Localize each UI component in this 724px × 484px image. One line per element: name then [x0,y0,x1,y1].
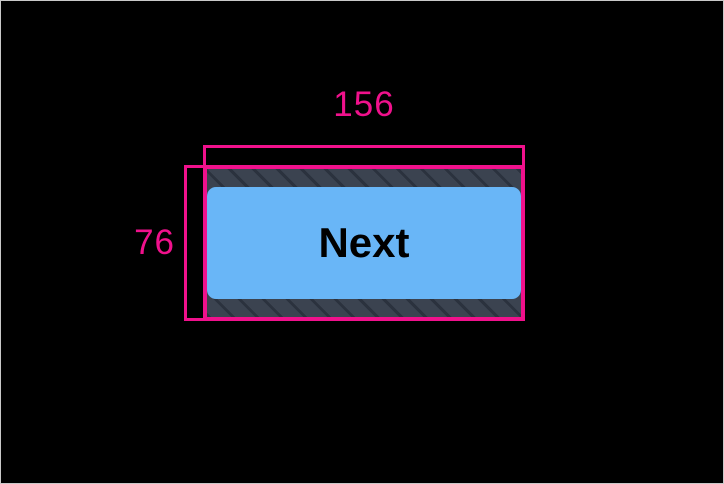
width-dimension-label: 156 [1,85,723,124]
next-button[interactable]: Next [207,187,521,299]
highlighted-element-box[interactable]: Next [203,165,525,321]
height-dimension-label: 76 [113,225,175,260]
height-dimension-bracket [184,165,203,321]
next-button-label: Next [318,219,410,266]
height-dimension-value: 76 [134,223,175,262]
width-dimension-bracket [203,145,525,165]
width-dimension-value: 156 [333,85,395,124]
